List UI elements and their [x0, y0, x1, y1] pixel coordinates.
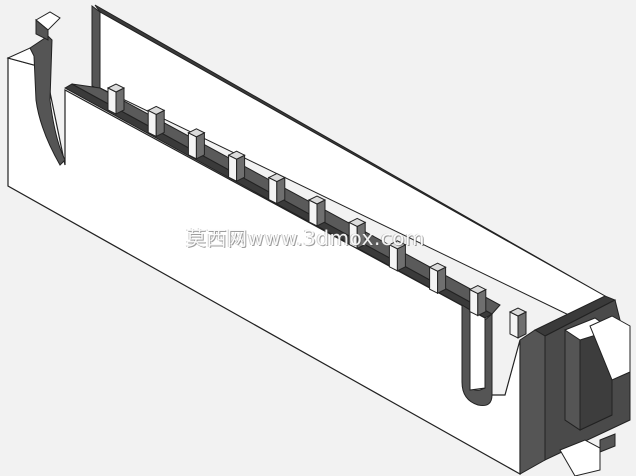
- pin-tip: [468, 285, 487, 295]
- watermark-text: 莫西网www.3dmox.com: [186, 226, 426, 250]
- pin: [468, 285, 487, 317]
- right-step: [589, 315, 631, 381]
- right-latch-side: [564, 329, 581, 431]
- pin: [267, 173, 286, 205]
- right-wall-face: [519, 329, 546, 475]
- pin: [227, 150, 246, 183]
- back-wall-side: [91, 5, 101, 91]
- pin: [428, 262, 447, 295]
- pin: [508, 307, 528, 339]
- pin: [147, 105, 166, 138]
- pin-row: [106, 83, 528, 339]
- pin: [388, 240, 407, 272]
- pin-tip: [508, 307, 528, 317]
- pin: [106, 83, 126, 115]
- pin-tip: [187, 128, 206, 138]
- pin-tip: [307, 195, 327, 205]
- pin: [187, 128, 206, 160]
- pin-tip: [267, 173, 286, 183]
- pin-tip: [388, 240, 407, 250]
- pin-tip: [348, 217, 367, 227]
- right-foot: [559, 439, 601, 476]
- left-latch-side: [35, 18, 49, 41]
- right-bottom-foot: [599, 433, 616, 453]
- pin-tip: [147, 105, 166, 115]
- pin: [307, 195, 327, 227]
- pin: [348, 217, 367, 250]
- pin-tip: [428, 262, 447, 272]
- front-lead-face: [469, 309, 486, 391]
- pin-tip: [106, 83, 126, 93]
- left-latch: [29, 35, 66, 166]
- pin-tip: [227, 150, 246, 160]
